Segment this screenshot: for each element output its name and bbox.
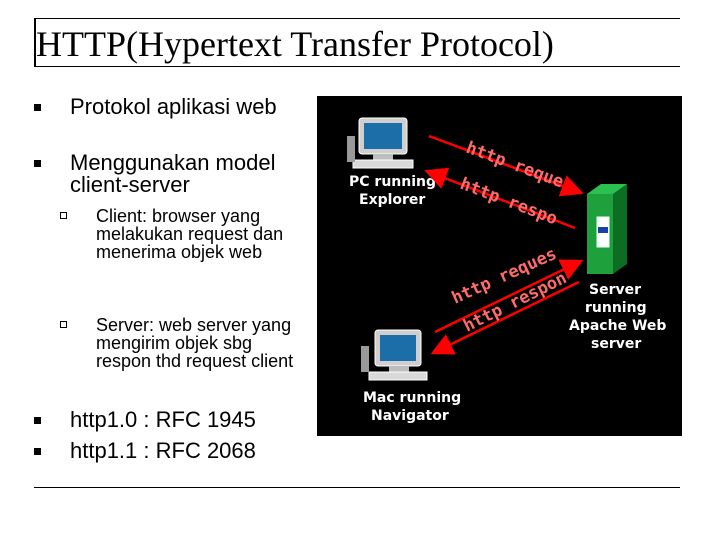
square-bullet-icon (34, 448, 41, 455)
sub-bullet-item: Client: browser yang melakukan request d… (60, 207, 300, 261)
server-label-line-3: Apache Web (569, 318, 666, 334)
bullet-item: Menggunakan model client-server (34, 152, 304, 196)
slide-bottom-rule (34, 487, 680, 488)
bullet-text: http1.0 : RFC 1945 (70, 407, 256, 432)
pc-request-arrow (428, 134, 584, 197)
bullet-text: http1.1 : RFC 2068 (70, 438, 256, 463)
bullet-item: http1.0 : RFC 1945 (34, 409, 304, 431)
server-label-line-1: Server (589, 282, 641, 298)
hollow-square-bullet-icon (60, 212, 67, 219)
mac-label-line-2: Navigator (371, 408, 449, 424)
slide-title: HTTP(Hypertext Transfer Protocol) (36, 24, 554, 64)
pc-computer-icon (347, 117, 414, 169)
square-bullet-icon (34, 160, 41, 167)
sub-bullet-text: Server: web server yang mengirim objek s… (96, 315, 294, 371)
http-client-server-diagram: PC running Explorer Mac running Navigato… (317, 96, 682, 436)
server-label-line-2: running (585, 300, 647, 316)
bullet-text: Menggunakan model client-server (70, 150, 276, 197)
bullet-text: Protokol aplikasi web (70, 94, 277, 119)
pc-label-line-1: PC running (349, 174, 436, 190)
server-tower-icon (587, 184, 627, 274)
slide-left-rule (34, 18, 36, 66)
server-label-line-4: server (591, 336, 641, 352)
hollow-square-bullet-icon (60, 321, 67, 328)
pc-label-line-2: Explorer (359, 192, 425, 208)
mac-response-arrow (430, 280, 580, 355)
mac-label-line-1: Mac running (363, 390, 461, 406)
bullet-item: http1.1 : RFC 2068 (34, 440, 304, 462)
mac-request-arrow (434, 259, 584, 334)
mac-computer-icon (361, 329, 428, 381)
pc-response-arrow (424, 167, 576, 230)
square-bullet-icon (34, 417, 41, 424)
bullet-item: Protokol aplikasi web (34, 96, 304, 118)
slide-top-rule (34, 18, 680, 19)
sub-bullet-text: Client: browser yang melakukan request d… (96, 206, 284, 262)
square-bullet-icon (34, 104, 41, 111)
slide-title-rule (34, 66, 680, 67)
sub-bullet-item: Server: web server yang mengirim objek s… (60, 316, 300, 370)
